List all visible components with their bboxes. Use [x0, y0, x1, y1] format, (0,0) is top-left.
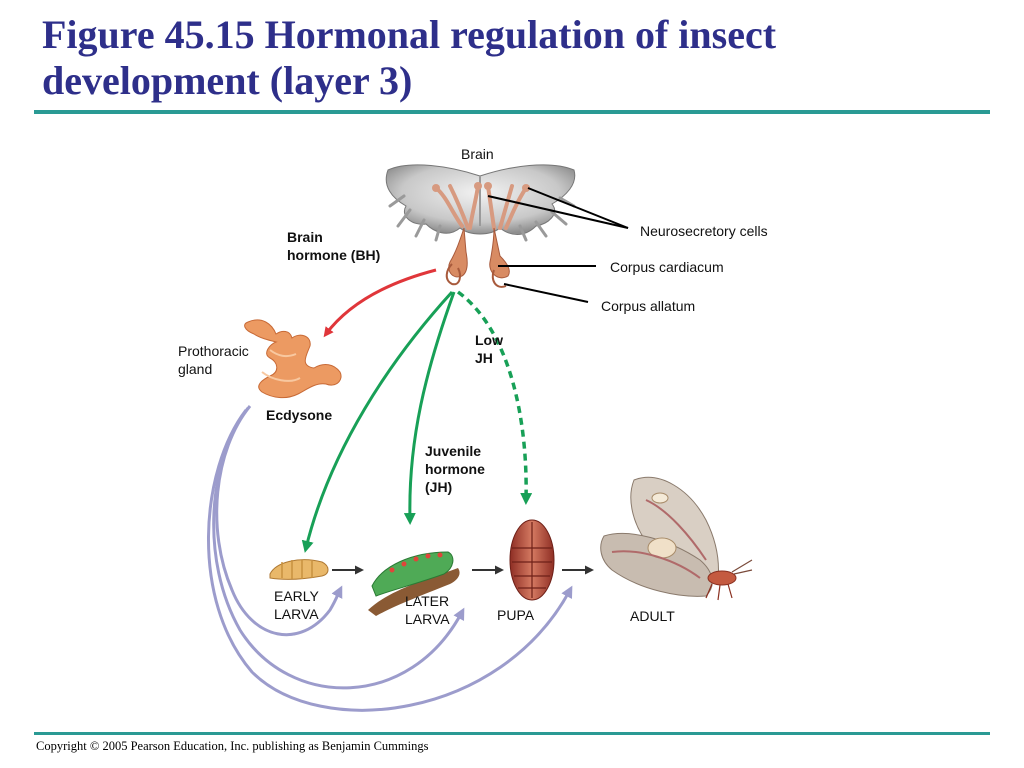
prothoracic-gland-illustration [244, 319, 342, 399]
adult-moth-illustration [600, 476, 753, 601]
brain-hormone-line-1: Brain [287, 229, 323, 245]
jh-line-1: Juvenile [425, 443, 482, 459]
pupa-label: PUPA [497, 607, 535, 623]
early-larva-illustration [269, 559, 329, 580]
prothoracic-gland-line-2: gland [178, 361, 213, 377]
ecdysone-label: Ecdysone [266, 407, 333, 423]
brain-hormone-label: Brain hormone (BH) [287, 228, 380, 264]
jh-line-3: (JH) [425, 479, 453, 495]
slide-title: Figure 45.15 Hormonal regulation of inse… [42, 12, 992, 104]
ecdysone-arrows [207, 405, 573, 712]
jh-arrow-early-larva [301, 290, 454, 553]
low-jh-line-2: JH [475, 350, 493, 366]
jh-arrow-later-larva [403, 291, 456, 525]
brain-leader-lines [487, 187, 629, 303]
copyright-notice: Copyright © 2005 Pearson Education, Inc.… [36, 739, 429, 753]
early-larva-line-1: EARLY [274, 588, 319, 604]
brain-label: Brain [461, 146, 494, 162]
adult-label: ADULT [630, 608, 675, 624]
low-jh-label: Low JH [475, 331, 503, 367]
corpus-cardiacum-label: Corpus cardiacum [610, 259, 724, 275]
early-larva-label: EARLY LARVA [274, 587, 319, 623]
bottom-divider [34, 732, 990, 735]
brain-illustration [385, 164, 576, 288]
later-larva-illustration [368, 551, 460, 616]
later-larva-line-1: LATER [405, 593, 450, 609]
low-jh-line-1: Low [475, 332, 503, 348]
prothoracic-gland-label: Prothoracic gland [178, 342, 249, 378]
top-divider [34, 110, 990, 114]
early-larva-line-2: LARVA [274, 606, 319, 622]
brain-hormone-line-2: hormone (BH) [287, 247, 381, 263]
later-larva-line-2: LARVA [405, 611, 450, 627]
later-larva-label: LATER LARVA [405, 592, 450, 628]
title-line-1: Figure 45.15 Hormonal regulation of inse… [42, 12, 777, 57]
title-line-2: development (layer 3) [42, 58, 413, 103]
jh-line-2: hormone [425, 461, 485, 477]
pupa-illustration [509, 519, 555, 601]
low-jh-arrow-pupa [456, 290, 533, 505]
brain-hormone-arrow [323, 268, 437, 338]
juvenile-hormone-label: Juvenile hormone (JH) [425, 442, 485, 496]
neurosecretory-cells-label: Neurosecretory cells [640, 223, 768, 239]
corpus-allatum-label: Corpus allatum [601, 298, 696, 314]
prothoracic-gland-line-1: Prothoracic [178, 343, 249, 359]
